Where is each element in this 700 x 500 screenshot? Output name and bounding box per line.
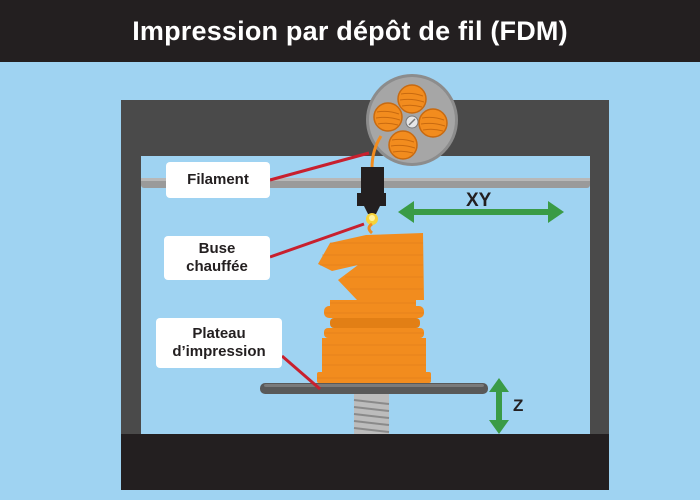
xy-axis-label: XY (466, 190, 492, 211)
z-axis-label: Z (513, 396, 524, 415)
build-plate-label: Plateau d’impression (156, 318, 282, 368)
nozzle-label-line1: Buse (198, 240, 236, 257)
build-plate-label-line1: Plateau (192, 325, 246, 342)
build-plate-label-line2: d’impression (172, 343, 266, 360)
extruded-filament (367, 222, 374, 235)
z-axis-arrow (489, 378, 509, 434)
page-title: Impression par dépôt de fil (FDM) (132, 15, 568, 46)
filament-spool (366, 74, 458, 166)
leader-lines (269, 151, 370, 391)
filament-label: Filament (166, 162, 270, 198)
lead-screw (353, 394, 390, 434)
hot-nozzle-glow (366, 213, 378, 225)
xy-axis-arrow (398, 201, 564, 223)
printer-frame (121, 100, 609, 490)
print-head (357, 167, 386, 214)
nozzle-label: Buse chauffée (164, 236, 270, 280)
build-plate (260, 383, 488, 394)
printed-knight (317, 233, 431, 383)
header-bar: Impression par dépôt de fil (FDM) (0, 0, 700, 62)
filament-strand (370, 135, 383, 169)
filament-label-text: Filament (187, 171, 249, 188)
nozzle-label-line2: chauffée (186, 258, 248, 275)
